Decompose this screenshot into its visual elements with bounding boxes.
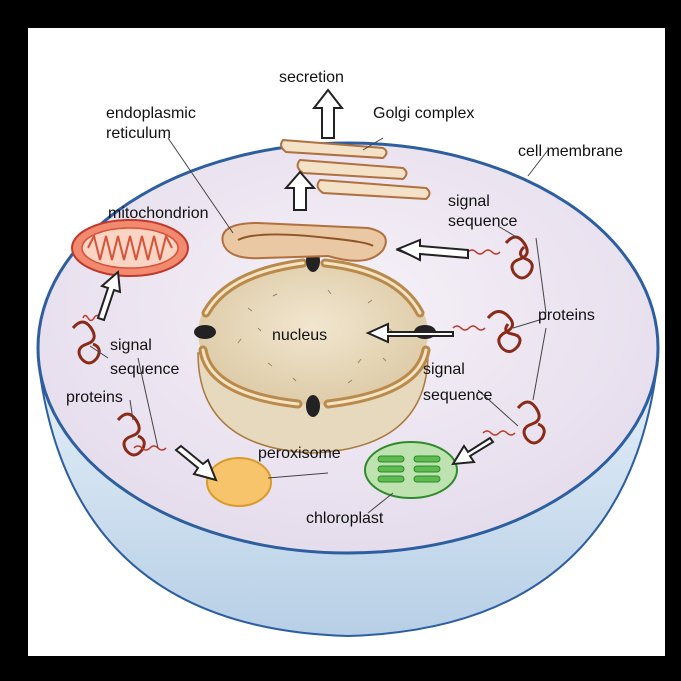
- dark-border-panel: secretion Golgi complex endoplasmic reti…: [6, 6, 675, 675]
- mitochondrion: [71, 219, 189, 277]
- golgi-complex: [280, 138, 431, 201]
- label-nucleus: nucleus: [272, 327, 327, 344]
- label-mitochondrion: mitochondrion: [108, 205, 209, 222]
- endoplasmic-reticulum: [221, 221, 387, 262]
- label-sequence-lower-right: sequence: [423, 387, 492, 404]
- label-reticulum: reticulum: [106, 125, 171, 142]
- label-peroxisome: peroxisome: [258, 445, 341, 462]
- label-sequence-left: sequence: [110, 361, 179, 378]
- label-proteins-left: proteins: [66, 389, 123, 406]
- chloroplast: [364, 441, 458, 499]
- figure-canvas: secretion Golgi complex endoplasmic reti…: [28, 28, 665, 656]
- protein-coil-right-middle: [486, 310, 522, 353]
- nucleus-body: [198, 261, 428, 405]
- peroxisome: [206, 457, 272, 507]
- label-secretion: secretion: [279, 69, 344, 86]
- label-proteins-right: proteins: [538, 307, 595, 324]
- transport-arrows: [96, 88, 495, 482]
- label-signal-left: signal: [110, 337, 152, 354]
- label-signal-upper-right: signal: [448, 193, 490, 210]
- label-cell-membrane: cell membrane: [518, 143, 623, 160]
- signal-sequences: [82, 249, 516, 451]
- leader-lines: [89, 137, 549, 514]
- label-sequence-upper-right: sequence: [448, 213, 517, 230]
- label-chloroplast: chloroplast: [306, 510, 384, 527]
- label-golgi-complex: Golgi complex: [373, 105, 474, 122]
- nuclear-envelope: [198, 258, 431, 409]
- protein-coil-left-top: [71, 320, 101, 365]
- protein-coil-right-bottom: [516, 400, 546, 445]
- protein-coil-right-top: [504, 235, 534, 280]
- label-endoplasmic: endoplasmic: [106, 105, 196, 122]
- label-signal-lower-right: signal: [423, 361, 465, 378]
- cell-diagram: secretion Golgi complex endoplasmic reti…: [36, 69, 660, 638]
